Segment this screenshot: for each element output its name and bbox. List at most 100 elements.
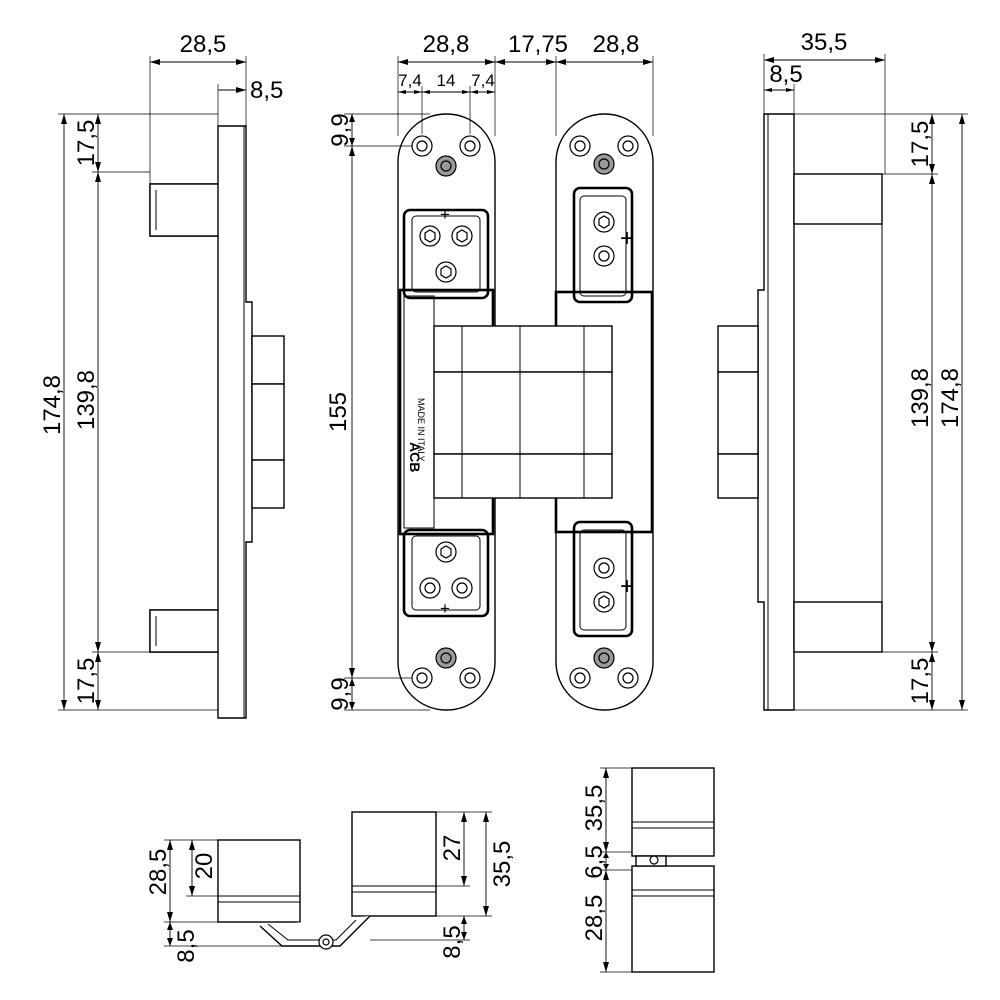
left-view-top-arm bbox=[149, 183, 219, 237]
dim-arrow bbox=[603, 768, 609, 778]
dim-front-hole-distance: 155 bbox=[325, 392, 352, 432]
front-arm-upper bbox=[433, 325, 613, 373]
dim-left-offset: 8,5 bbox=[250, 77, 283, 104]
left-view-knuckle-top bbox=[251, 335, 285, 385]
dim-arrow bbox=[764, 57, 774, 63]
right-view-plate bbox=[757, 113, 795, 711]
dim-arrow bbox=[398, 90, 406, 94]
dim-arrow bbox=[61, 114, 67, 124]
dim-front-gap: 17,75 bbox=[508, 31, 568, 58]
dim-left-top-segment: 17,5 bbox=[73, 120, 100, 167]
dim-arrow bbox=[349, 668, 355, 678]
dim-front-hole-edge-right: 7,4 bbox=[471, 71, 495, 90]
dim-arrow bbox=[495, 59, 505, 65]
mounting-hole-icon bbox=[617, 667, 639, 689]
mounting-hole-icon bbox=[411, 667, 433, 689]
dim-front-right-leaf-width: 28,8 bbox=[593, 31, 640, 58]
dim-arrow bbox=[603, 962, 609, 972]
front-arm-middle bbox=[433, 371, 613, 455]
dim-plan-right-body-height: 35,5 bbox=[489, 841, 516, 888]
hex-screw-icon bbox=[451, 577, 473, 599]
front-arm-lower bbox=[433, 453, 613, 499]
dim-front-top-hole-offset: 9,9 bbox=[327, 113, 354, 146]
dim-arrow bbox=[462, 90, 470, 94]
dim-arrow bbox=[483, 812, 489, 822]
left-view-knuckle-middle bbox=[251, 383, 285, 461]
dim-arrow bbox=[95, 642, 101, 652]
left-view-knuckle-bottom bbox=[251, 459, 285, 509]
adjust-screw-icon bbox=[435, 155, 457, 177]
adjust-screw-icon bbox=[593, 153, 615, 175]
dim-arrow bbox=[150, 59, 160, 65]
dim-arrow bbox=[422, 90, 430, 94]
dim-arrow bbox=[95, 652, 101, 662]
hex-screw-icon bbox=[419, 577, 441, 599]
right-view-knuckle-top bbox=[717, 325, 759, 373]
adjust-plus-icon: + bbox=[440, 205, 450, 224]
made-in-italy-stamp: MADE IN ITALY bbox=[416, 398, 426, 462]
dim-arrow bbox=[764, 88, 772, 92]
front-view: MADE IN ITALY ACB + + + + bbox=[325, 31, 654, 711]
dim-arrow bbox=[929, 174, 935, 184]
pivot-pin-icon bbox=[649, 855, 659, 865]
left-side-view: 28,5 8,5 17,5 139,8 17,5 174,8 bbox=[39, 31, 285, 719]
right-view-bottom-arm bbox=[793, 601, 883, 653]
dim-arrow bbox=[929, 700, 935, 710]
front-right-bottom-pocket bbox=[572, 520, 634, 638]
dim-arrow bbox=[398, 59, 408, 65]
pivot-pin-icon bbox=[322, 938, 330, 946]
dim-arrow bbox=[95, 162, 101, 172]
hex-screw-icon bbox=[451, 225, 473, 247]
dim-plan-right-inner-height: 27 bbox=[439, 835, 466, 862]
dim-arrow bbox=[959, 114, 965, 124]
front-right-top-pocket bbox=[572, 186, 634, 304]
dim-right-offset: 8,5 bbox=[769, 61, 802, 88]
dim-arrow bbox=[167, 912, 173, 922]
left-view-bottom-arm bbox=[149, 609, 219, 653]
plan-linkage-arm bbox=[259, 915, 371, 947]
hex-screw-icon bbox=[593, 557, 615, 579]
dim-arrow bbox=[929, 114, 935, 124]
dim-plan-left-body-height: 28,5 bbox=[145, 849, 172, 896]
stack-top-body bbox=[631, 767, 715, 857]
plan-linkage-arm-inner bbox=[267, 919, 357, 941]
dim-arrow bbox=[929, 652, 935, 662]
dim-arrow bbox=[167, 922, 173, 930]
plan-view: 28,5 20 8,5 27 35,5 8,5 bbox=[145, 811, 516, 963]
dim-arrow bbox=[349, 678, 355, 686]
dim-front-hole-pitch: 14 bbox=[437, 71, 456, 90]
dim-plan-left-inner-height: 20 bbox=[191, 853, 218, 880]
dim-arrow bbox=[95, 114, 101, 124]
right-view-knuckle-middle bbox=[717, 371, 759, 455]
front-right-bottom-pocket-inner bbox=[579, 529, 627, 631]
mounting-hole-icon bbox=[459, 135, 481, 157]
dim-arrow bbox=[461, 812, 467, 822]
dim-front-left-leaf-width: 28,8 bbox=[423, 31, 470, 58]
dim-arrow bbox=[929, 164, 935, 174]
dim-arrow bbox=[189, 840, 195, 850]
mounting-hole-icon bbox=[569, 667, 591, 689]
dim-right-middle-segment: 139,8 bbox=[907, 368, 934, 428]
dim-right-overall-height: 174,8 bbox=[937, 368, 964, 428]
dim-arrow bbox=[349, 114, 355, 122]
right-view-knuckle-bottom bbox=[717, 453, 759, 499]
side-stack-view: 35,5 6,5 28,5 bbox=[581, 767, 715, 973]
dim-arrow bbox=[875, 57, 885, 63]
adjust-plus-icon: + bbox=[440, 599, 450, 618]
dim-arrow bbox=[167, 938, 173, 946]
dim-front-hole-edge-left: 7,4 bbox=[398, 71, 422, 90]
dim-stack-bottom-body: 28,5 bbox=[581, 895, 608, 942]
dim-arrow bbox=[603, 870, 609, 880]
dim-right-top-segment: 17,5 bbox=[907, 121, 934, 168]
dim-arrow bbox=[95, 700, 101, 710]
adjust-plus-icon: + bbox=[620, 573, 634, 600]
dim-plan-left-offset: 8,5 bbox=[173, 929, 200, 962]
front-left-top-pocket-inner bbox=[411, 215, 481, 293]
dim-arrow bbox=[786, 88, 794, 92]
mounting-hole-icon bbox=[459, 667, 481, 689]
dim-stack-joint: 6,5 bbox=[581, 845, 608, 878]
hex-screw-icon bbox=[593, 591, 615, 613]
front-left-bottom-pocket-inner bbox=[411, 535, 481, 611]
adjust-screw-icon bbox=[593, 647, 615, 669]
dim-arrow bbox=[556, 59, 566, 65]
